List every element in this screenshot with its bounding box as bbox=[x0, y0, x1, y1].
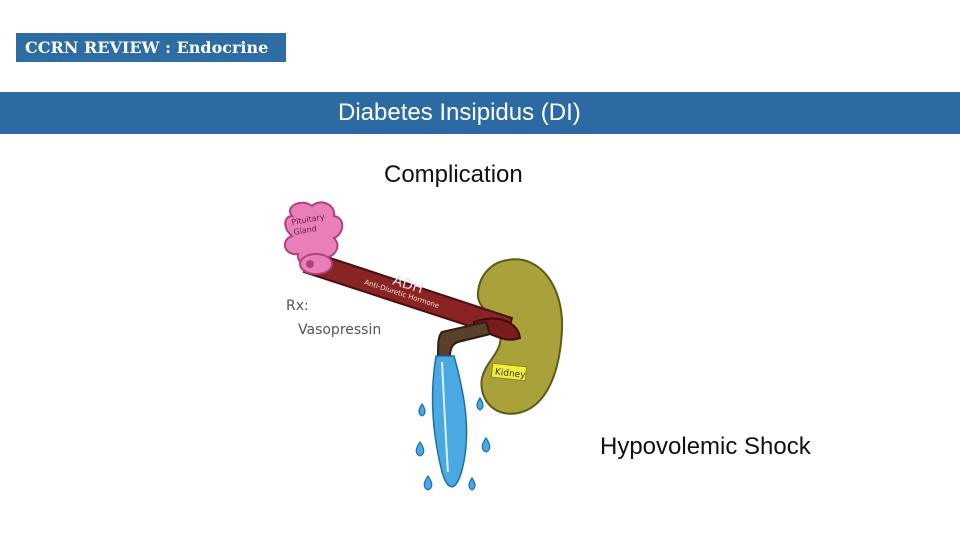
slide-title: Diabetes Insipidus (DI) bbox=[338, 99, 581, 126]
treatment-label: Vasopressin bbox=[298, 322, 381, 338]
organ-label: Kidney bbox=[494, 368, 526, 381]
pituitary-gland-icon: Pituitary Gland bbox=[283, 201, 344, 275]
course-brand-label: CCRN REVIEW : Endocrine bbox=[16, 33, 286, 62]
water-stream-icon bbox=[431, 355, 468, 488]
water-drop-icon bbox=[415, 396, 491, 491]
adh-faucet-illustration: Kidney ADH Anti-Diuretic Hormone Pituita… bbox=[272, 192, 602, 517]
rx-label: Rx: bbox=[286, 298, 309, 314]
gland-label-line2: Gland bbox=[293, 224, 318, 237]
slide-subtitle: Complication bbox=[384, 161, 523, 188]
title-band bbox=[0, 92, 960, 134]
complication-callout: Hypovolemic Shock bbox=[600, 433, 811, 460]
